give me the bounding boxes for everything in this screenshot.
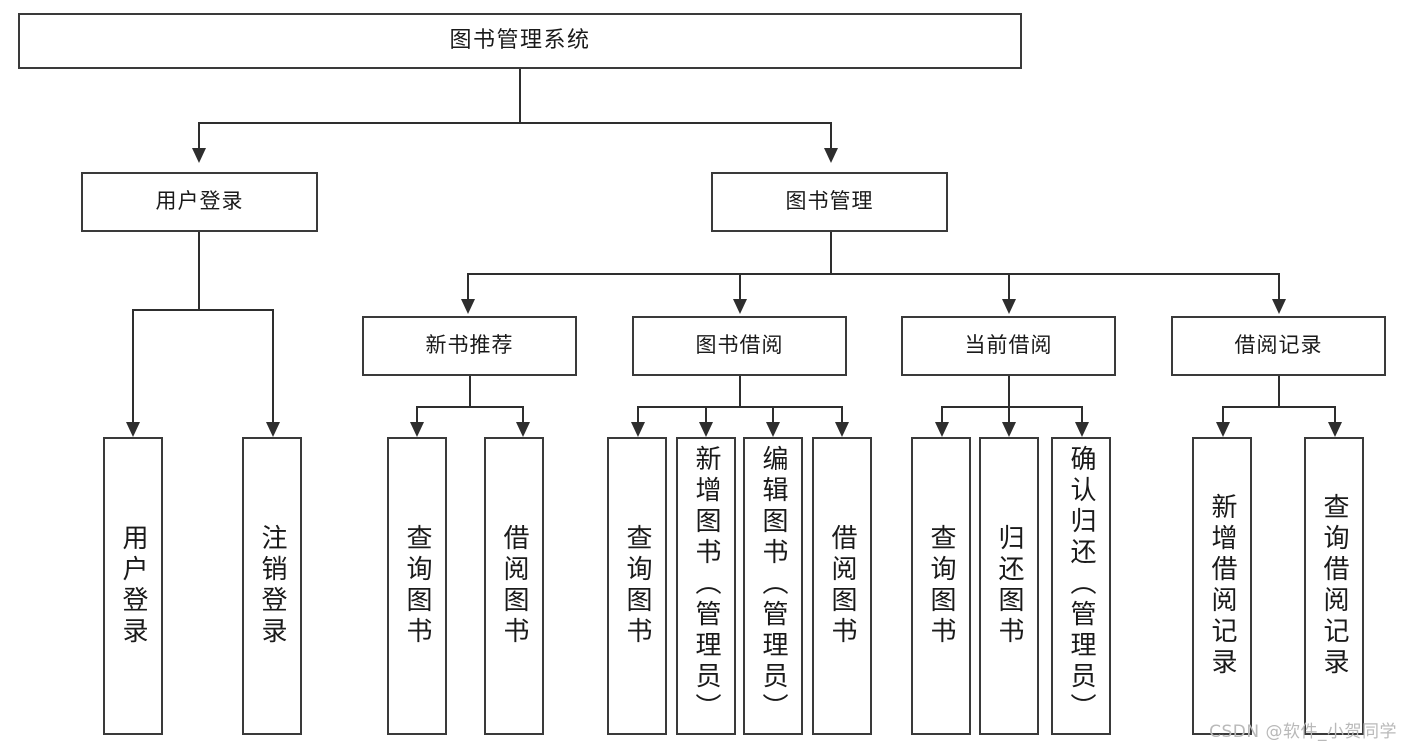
connector-root-bus bbox=[198, 122, 832, 124]
arrowhead-cb-leaf-2 bbox=[1002, 422, 1016, 437]
node-label: 查询图书 bbox=[622, 524, 652, 648]
arrowhead-bb-leaf-1 bbox=[631, 422, 645, 437]
leaf-br-query-record[interactable]: 查询借阅记录 bbox=[1304, 437, 1364, 735]
node-user-login[interactable]: 用户登录 bbox=[81, 172, 318, 232]
connector-bb-drop-4 bbox=[841, 406, 843, 422]
leaf-user-login[interactable]: 用户登录 bbox=[103, 437, 163, 735]
connector-bm-drop-3 bbox=[1008, 273, 1010, 299]
node-label: 图书管理系统 bbox=[449, 28, 591, 54]
arrowhead-nbr-leaf-2 bbox=[516, 422, 530, 437]
node-label: 归还图书 bbox=[994, 524, 1024, 648]
arrowhead-bb-leaf-4 bbox=[835, 422, 849, 437]
leaf-logout[interactable]: 注销登录 bbox=[242, 437, 302, 735]
node-label: 新增图书（管理员） bbox=[691, 445, 721, 724]
arrowhead-leaf-user-login bbox=[126, 422, 140, 437]
node-label: 当前借阅 bbox=[964, 333, 1053, 358]
connector-nbr-stem bbox=[469, 376, 471, 407]
node-label: 借阅图书 bbox=[499, 524, 529, 648]
node-label: 新增借阅记录 bbox=[1207, 493, 1237, 679]
connector-cb-stem bbox=[1008, 376, 1010, 407]
connector-nbr-drop-1 bbox=[416, 406, 418, 422]
node-label: 确认归还（管理员） bbox=[1066, 445, 1096, 724]
connector-cb-bus bbox=[941, 406, 1083, 408]
node-root-system[interactable]: 图书管理系统 bbox=[18, 13, 1022, 69]
arrowhead-user-login bbox=[192, 148, 206, 163]
connector-bb-bus bbox=[637, 406, 843, 408]
connector-root-drop-left bbox=[198, 122, 200, 148]
node-label: 图书管理 bbox=[785, 189, 874, 214]
arrowhead-br-leaf-2 bbox=[1328, 422, 1342, 437]
connector-nbr-drop-2 bbox=[522, 406, 524, 422]
connector-book-manage-stem bbox=[830, 232, 832, 274]
connector-bb-drop-1 bbox=[637, 406, 639, 422]
arrowhead-book-manage bbox=[824, 148, 838, 163]
leaf-nbr-query-book[interactable]: 查询图书 bbox=[387, 437, 447, 735]
connector-nbr-bus bbox=[416, 406, 524, 408]
connector-book-manage-bus bbox=[467, 273, 1280, 275]
arrowhead-borrow-record bbox=[1272, 299, 1286, 314]
connector-user-login-stem bbox=[198, 232, 200, 310]
arrowhead-cb-leaf-1 bbox=[935, 422, 949, 437]
connector-user-login-bus bbox=[132, 309, 274, 311]
node-new-book-recommend[interactable]: 新书推荐 bbox=[362, 316, 577, 376]
connector-root-stem bbox=[519, 69, 521, 123]
arrowhead-leaf-logout bbox=[266, 422, 280, 437]
connector-bm-drop-2 bbox=[739, 273, 741, 299]
connector-bm-drop-4 bbox=[1278, 273, 1280, 299]
node-label: 借阅记录 bbox=[1234, 333, 1323, 358]
connector-bb-stem bbox=[739, 376, 741, 407]
connector-bb-drop-3 bbox=[772, 406, 774, 422]
node-current-borrow[interactable]: 当前借阅 bbox=[901, 316, 1116, 376]
arrowhead-bb-leaf-3 bbox=[766, 422, 780, 437]
arrowhead-bb-leaf-2 bbox=[699, 422, 713, 437]
node-label: 借阅图书 bbox=[827, 524, 857, 648]
arrowhead-current-borrow bbox=[1002, 299, 1016, 314]
connector-cb-drop-1 bbox=[941, 406, 943, 422]
connector-br-drop-1 bbox=[1222, 406, 1224, 422]
node-book-management[interactable]: 图书管理 bbox=[711, 172, 948, 232]
connector-br-drop-2 bbox=[1334, 406, 1336, 422]
connector-br-bus bbox=[1222, 406, 1336, 408]
leaf-br-add-record[interactable]: 新增借阅记录 bbox=[1192, 437, 1252, 735]
node-label: 查询图书 bbox=[926, 524, 956, 648]
arrowhead-book-borrow bbox=[733, 299, 747, 314]
arrowhead-nbr-leaf-1 bbox=[410, 422, 424, 437]
arrowhead-cb-leaf-3 bbox=[1075, 422, 1089, 437]
node-label: 编辑图书（管理员） bbox=[758, 445, 788, 724]
node-book-borrow[interactable]: 图书借阅 bbox=[632, 316, 847, 376]
node-label: 用户登录 bbox=[155, 189, 244, 214]
node-label: 图书借阅 bbox=[695, 333, 784, 358]
node-label: 查询借阅记录 bbox=[1319, 493, 1349, 679]
leaf-cb-confirm-return-admin[interactable]: 确认归还（管理员） bbox=[1051, 437, 1111, 735]
connector-root-drop-right bbox=[830, 122, 832, 148]
connector-user-login-drop-1 bbox=[132, 309, 134, 422]
leaf-cb-query-book[interactable]: 查询图书 bbox=[911, 437, 971, 735]
arrowhead-br-leaf-1 bbox=[1216, 422, 1230, 437]
node-label: 查询图书 bbox=[402, 524, 432, 648]
arrowhead-new-book-recommend bbox=[461, 299, 475, 314]
connector-br-stem bbox=[1278, 376, 1280, 407]
node-borrow-record[interactable]: 借阅记录 bbox=[1171, 316, 1386, 376]
leaf-bb-borrow-book[interactable]: 借阅图书 bbox=[812, 437, 872, 735]
connector-bb-drop-2 bbox=[705, 406, 707, 422]
leaf-bb-query-book[interactable]: 查询图书 bbox=[607, 437, 667, 735]
node-label: 注销登录 bbox=[257, 524, 287, 648]
leaf-cb-return-book[interactable]: 归还图书 bbox=[979, 437, 1039, 735]
connector-cb-drop-3 bbox=[1081, 406, 1083, 422]
leaf-nbr-borrow-book[interactable]: 借阅图书 bbox=[484, 437, 544, 735]
leaf-bb-add-book-admin[interactable]: 新增图书（管理员） bbox=[676, 437, 736, 735]
node-label: 新书推荐 bbox=[425, 333, 514, 358]
connector-bm-drop-1 bbox=[467, 273, 469, 299]
leaf-bb-edit-book-admin[interactable]: 编辑图书（管理员） bbox=[743, 437, 803, 735]
connector-cb-drop-2 bbox=[1008, 406, 1010, 422]
node-label: 用户登录 bbox=[118, 524, 148, 648]
connector-user-login-drop-2 bbox=[272, 309, 274, 422]
